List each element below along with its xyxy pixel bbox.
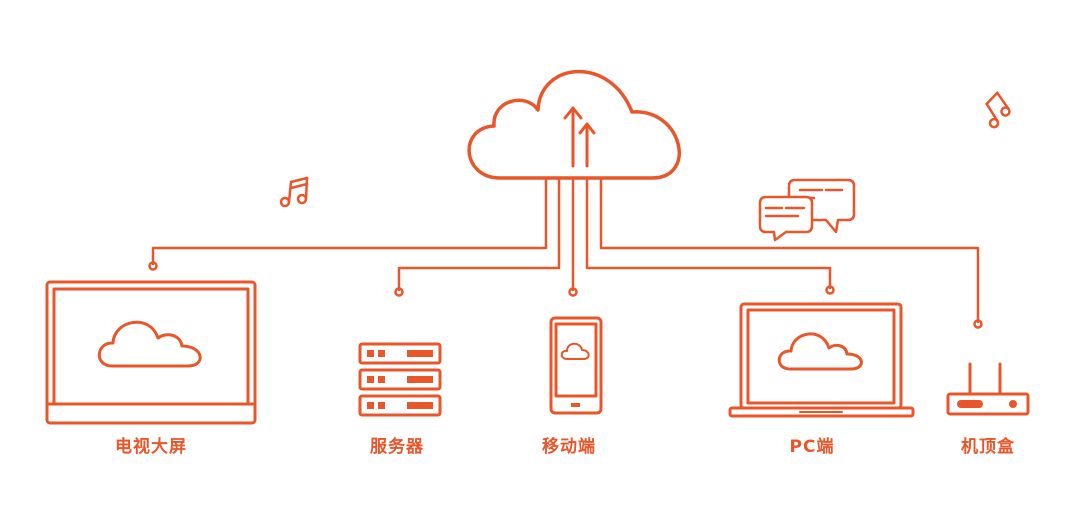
chat-bubbles-icon: [758, 178, 856, 242]
device-label-stb: 机顶盒: [961, 437, 1015, 457]
connector-lines: [148, 178, 983, 329]
mobile-phone-icon: [549, 316, 603, 415]
connector-mobile-dot: [568, 287, 578, 297]
laptop-icon: [728, 302, 915, 418]
server-rack-icon: [358, 342, 442, 417]
connector-server-dot: [394, 287, 404, 297]
device-label-server: 服务器: [370, 437, 424, 457]
connector-tv-dot: [148, 261, 158, 271]
connector-stb: [599, 178, 980, 324]
device-label-pc: PC端: [789, 437, 835, 457]
connector-server: [397, 178, 561, 292]
connector-pc: [585, 178, 832, 290]
music-note-icon: [279, 176, 309, 208]
music-note-tilted-icon: [985, 91, 1011, 129]
connector-stb-dot: [973, 319, 983, 329]
tv-screen-icon: [45, 280, 257, 425]
set-top-box-icon: [946, 362, 1030, 416]
connector-pc-dot: [825, 285, 835, 295]
cloud-upload-icon: [467, 69, 681, 180]
device-label-tv: 电视大屏: [115, 437, 187, 457]
device-label-mobile: 移动端: [542, 437, 596, 457]
connector-tv: [151, 178, 548, 266]
